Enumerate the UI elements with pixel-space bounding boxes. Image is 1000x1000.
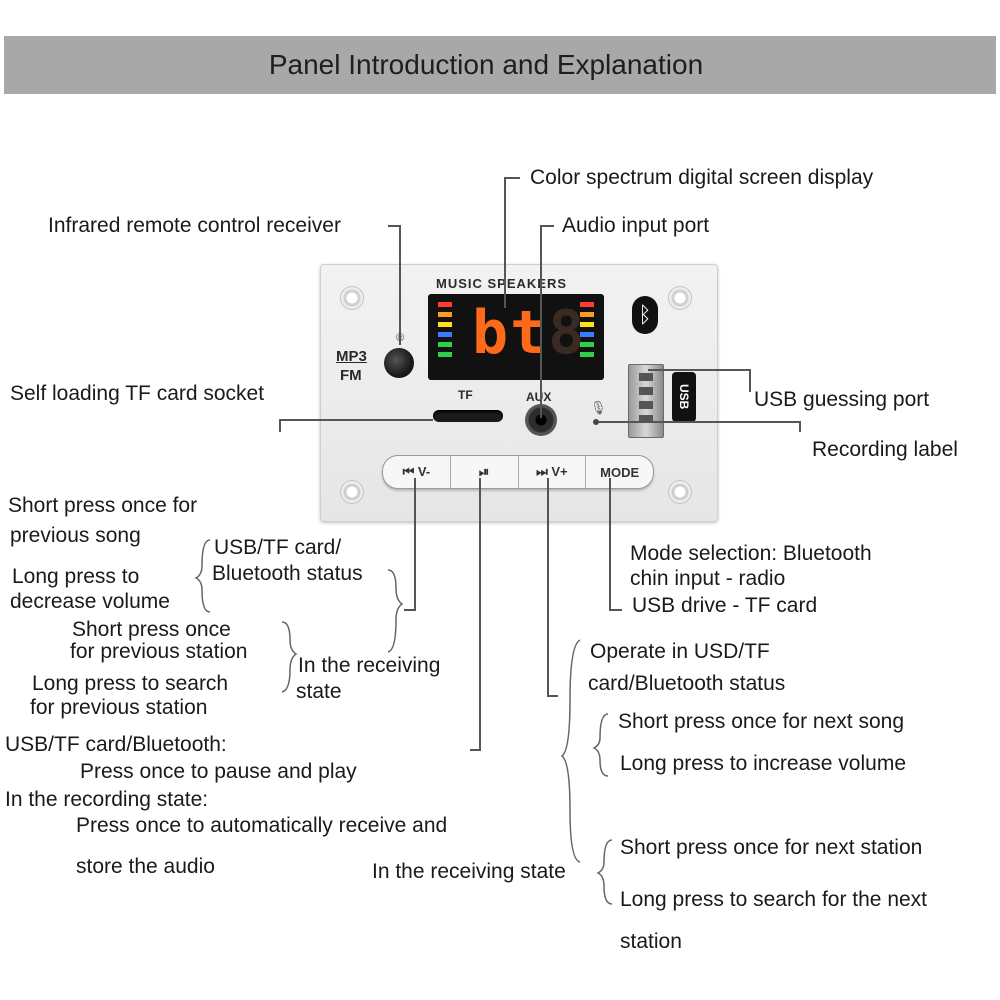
label-increase-volume: Long press to increase volume: [620, 752, 906, 775]
spectrum-bars-right: [580, 302, 594, 357]
display-text: bt: [472, 298, 549, 368]
label-next-station: Short press once for next station: [620, 836, 923, 859]
leader-prev-button: [404, 478, 416, 611]
label-prev-short-1: Short press once for: [8, 494, 198, 517]
label-in-receiving-state: In the receiving state: [372, 860, 566, 883]
mounting-hole: [340, 480, 364, 504]
button-row: ⏮ V- ⏯ ⏭ V+ MODE: [382, 455, 654, 489]
tf-card-slot[interactable]: [433, 410, 503, 422]
label-search-next-1: Long press to search for the next: [620, 888, 928, 911]
brace-usb-status-right: [387, 569, 404, 653]
leader-next-button: [547, 478, 558, 697]
label-infrared: Infrared remote control receiver: [48, 214, 341, 237]
fm-silkscreen: FM: [340, 367, 362, 384]
leader-color-spectrum: [504, 177, 520, 308]
brace-prev-station: [281, 621, 298, 693]
label-mode-3: USB drive - TF card: [632, 594, 818, 617]
leader-usb-port: [648, 369, 751, 392]
tf-silkscreen: TF: [458, 388, 473, 402]
label-play-1: USB/TF card/Bluetooth:: [5, 733, 227, 756]
leader-audio-input: [540, 225, 554, 418]
display-dim-digit: 8: [548, 298, 587, 368]
mode-button[interactable]: MODE: [600, 464, 640, 480]
label-mode-1: Mode selection: Bluetooth: [630, 542, 872, 565]
label-usb-port: USB guessing port: [754, 388, 930, 411]
label-operate-1: Operate in USD/TF: [590, 640, 770, 663]
label-audio-input: Audio input port: [562, 214, 710, 237]
label-receiving-2: state: [296, 680, 342, 703]
label-color-spectrum: Color spectrum digital screen display: [530, 166, 874, 189]
leader-tf-socket: [279, 419, 433, 432]
spectrum-display: bt8: [428, 294, 604, 380]
label-recording: Recording label: [812, 438, 958, 461]
header-bar: Panel Introduction and Explanation: [4, 36, 996, 94]
label-prev-station-short-2: for previous station: [70, 640, 248, 663]
label-tf-socket: Self loading TF card socket: [10, 382, 265, 405]
leader-recording: [598, 421, 801, 432]
label-play-2: Press once to pause and play: [80, 760, 357, 783]
prev-vol-down-button[interactable]: ⏮ V-: [383, 456, 451, 488]
spectrum-bars-left: [438, 302, 452, 357]
recording-mic-hole: [593, 419, 599, 425]
play-pause-button[interactable]: ⏯: [451, 456, 519, 488]
label-search-next-2: station: [620, 930, 682, 953]
label-prev-station-long-2: for previous station: [30, 696, 208, 719]
brace-next-station: [596, 839, 613, 905]
mounting-hole: [668, 480, 692, 504]
usb-logo: USB: [672, 372, 696, 422]
label-prev-long-2: decrease volume: [10, 590, 170, 613]
display-digits: bt8: [472, 300, 586, 366]
mounting-hole: [340, 286, 364, 310]
label-operate-2: card/Bluetooth status: [588, 672, 786, 695]
label-prev-short-2: previous song: [10, 524, 141, 547]
bluetooth-icon: ᛒ: [632, 296, 658, 334]
aux-silkscreen: AUX: [526, 390, 552, 404]
label-play-4: Press once to automatically receive and: [76, 814, 448, 837]
leader-mode-button: [609, 478, 622, 611]
mp3-silkscreen: MP3: [336, 348, 367, 365]
label-play-5: store the audio: [76, 855, 215, 878]
next-vol-up-button[interactable]: ⏭ V+: [519, 456, 587, 488]
label-next-song: Short press once for next song: [618, 710, 904, 733]
label-receiving-1: In the receiving: [298, 654, 441, 677]
leader-infrared: [388, 225, 401, 345]
infrared-receiver: [384, 348, 414, 378]
label-prev-long-1: Long press to: [12, 565, 140, 588]
label-prev-station-long-1: Long press to search: [32, 672, 229, 695]
leader-play-button: [470, 478, 481, 751]
microphone-icon: 🎙: [590, 400, 607, 415]
label-play-3: In the recording state:: [5, 788, 209, 811]
brand-silkscreen: MUSIC SPEAKERS: [436, 276, 568, 291]
label-usb-status-2: Bluetooth status: [212, 562, 363, 585]
usb-port[interactable]: [628, 364, 664, 438]
label-mode-2: chin input - radio: [630, 567, 786, 590]
brace-next-group: [560, 639, 581, 863]
brace-next-song: [592, 713, 609, 777]
mounting-hole: [668, 286, 692, 310]
brace-prev-song: [194, 539, 211, 613]
label-usb-status-1: USB/TF card/: [214, 536, 342, 559]
page-title: Panel Introduction and Explanation: [268, 49, 704, 80]
label-prev-station-short-1: Short press once: [72, 618, 231, 641]
